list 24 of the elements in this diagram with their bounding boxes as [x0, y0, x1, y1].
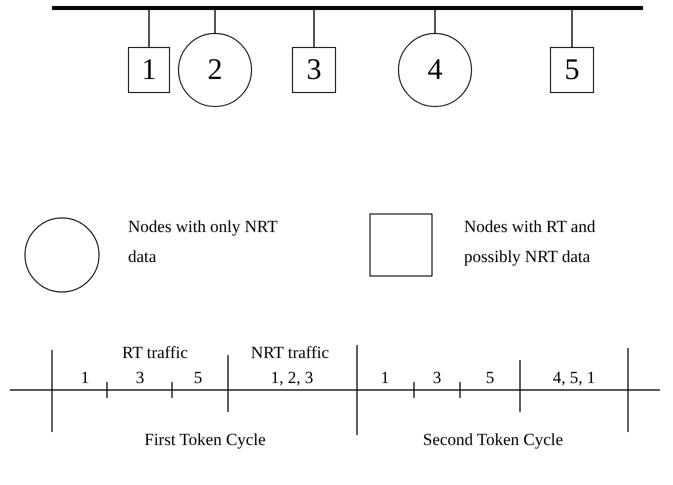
slot-label: 1 [80, 368, 90, 388]
drop-line [434, 10, 436, 33]
station-box: 1 [128, 47, 170, 93]
phase-label: RT traffic [122, 343, 188, 363]
slot-label: 1, 2, 3 [270, 368, 314, 388]
phase-label: NRT traffic [250, 343, 330, 363]
drop-line [313, 10, 315, 47]
legend-text: Nodes with RT and possibly NRT data [464, 216, 596, 268]
drop-line [571, 10, 573, 47]
cycle-label: First Token Cycle [144, 430, 266, 450]
slot-label: 4, 5, 1 [552, 368, 596, 388]
drop-line [148, 10, 150, 47]
cycle-label: Second Token Cycle [422, 430, 564, 450]
slot-label: 3 [136, 368, 144, 388]
legend-text: Nodes with only NRT data [128, 216, 278, 268]
station-circle: 4 [398, 33, 472, 107]
slot-label: 1 [380, 368, 390, 388]
slot-label: 5 [194, 368, 202, 388]
station-circle: 2 [178, 33, 252, 107]
drop-line [214, 10, 216, 33]
slot-label: 3 [432, 368, 442, 388]
slot-label: 5 [486, 368, 494, 388]
station-box: 5 [550, 47, 594, 93]
station-box: 3 [292, 47, 336, 93]
